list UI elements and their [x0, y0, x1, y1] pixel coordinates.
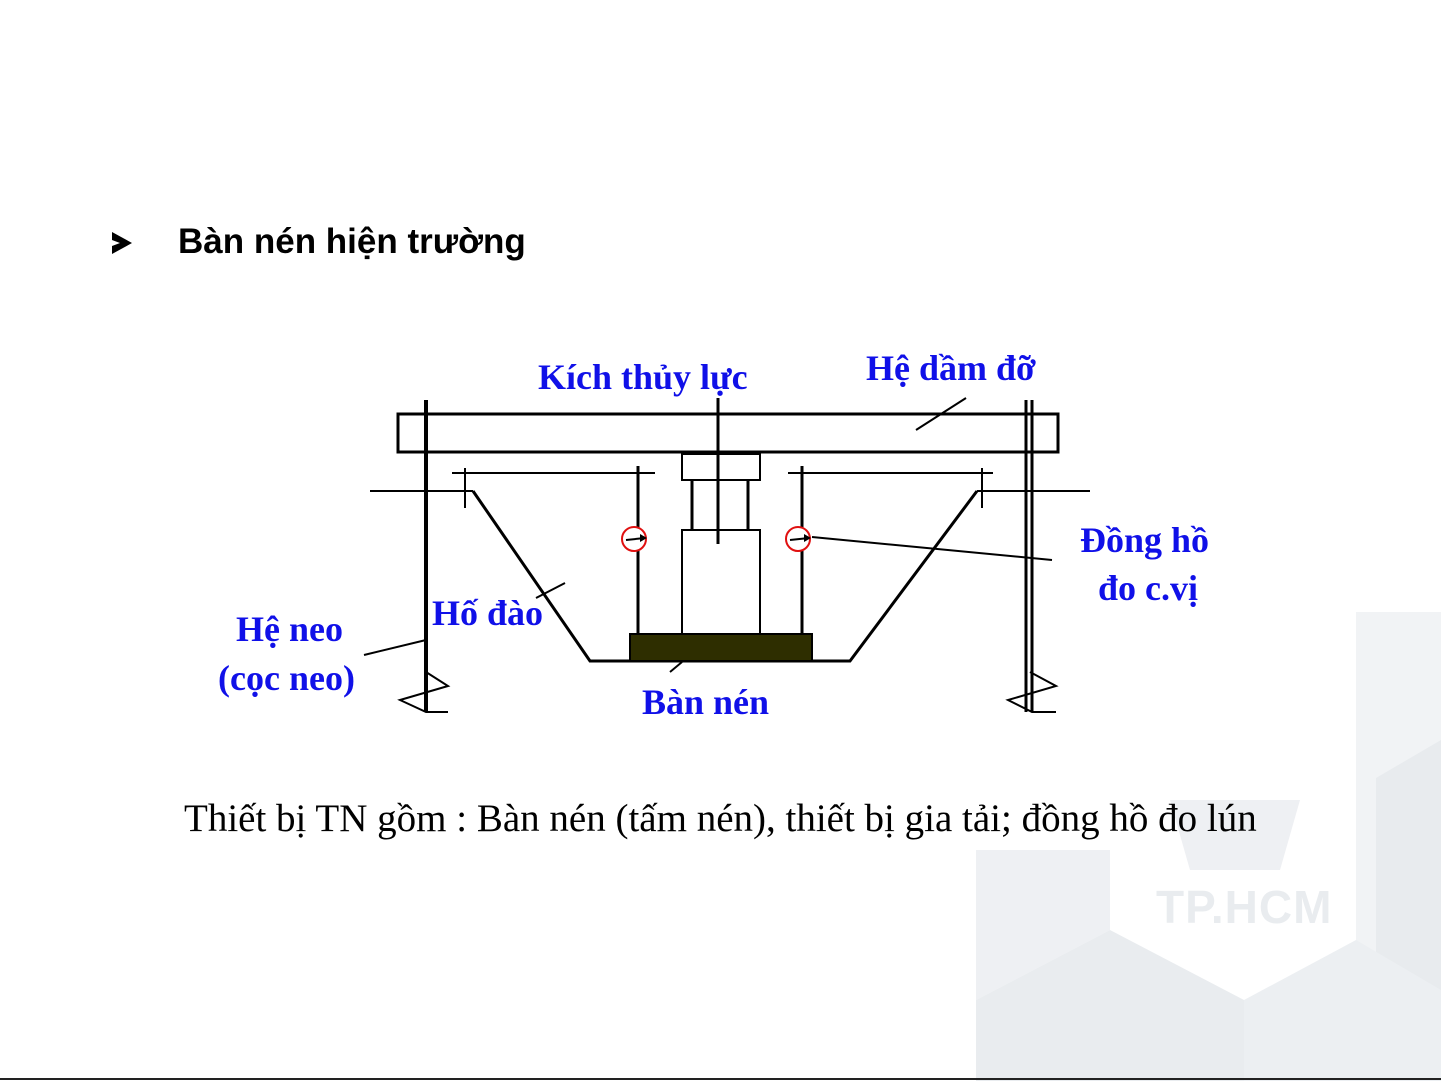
jack-cylinder — [682, 530, 760, 634]
label-anchor-line2: (cọc neo) — [218, 658, 355, 698]
caption-text: Thiết bị TN gồm : Bàn nén (tấm nén), thi… — [184, 796, 1257, 841]
label-support-beam: Hệ dầm đỡ — [866, 348, 1036, 388]
label-anchor-line1: Hệ neo — [236, 609, 343, 649]
bottom-divider — [0, 1078, 1441, 1080]
label-gauge-line2: đo c.vị — [1098, 568, 1198, 608]
label-gauge-line1: Đồng hồ — [1080, 520, 1209, 560]
leader-plate — [670, 662, 682, 672]
leader-gauge — [812, 537, 1052, 560]
label-loading-plate: Bàn nén — [642, 682, 769, 722]
support-beam — [398, 414, 1058, 452]
dial-gauge-right — [786, 527, 811, 551]
label-hydraulic-jack: Kích thủy lực — [538, 357, 748, 397]
jack-head — [682, 454, 760, 480]
dial-gauge-left — [622, 527, 647, 551]
label-excavation-pit: Hố đào — [432, 593, 543, 633]
leader-anchor — [364, 640, 426, 655]
loading-plate — [630, 634, 812, 661]
